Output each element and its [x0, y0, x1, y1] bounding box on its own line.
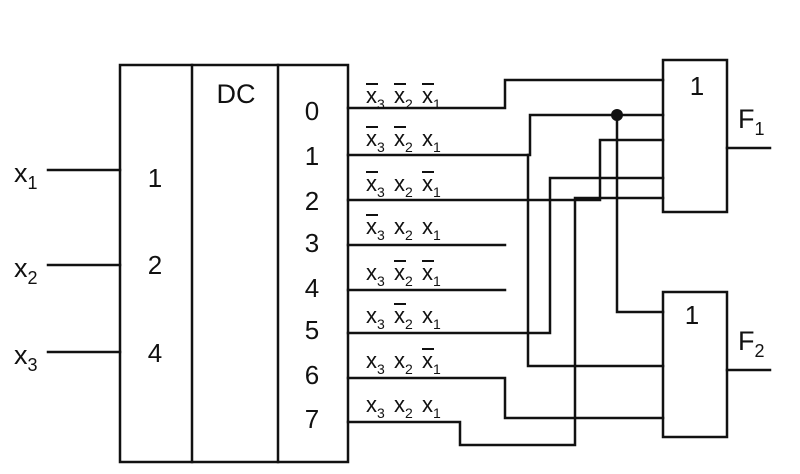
svg-text:x1: x1: [422, 171, 441, 200]
decoder-output-numbers: 0 1 2 3 4 5 6 7: [305, 96, 319, 434]
input-labels: x1 x2 x3: [14, 158, 38, 375]
input-label-x3: x3: [14, 340, 38, 375]
svg-text:x1: x1: [422, 214, 441, 243]
minterm-labels: x3 x2 x1 x3 x2 x1 x3 x2 x1 x3 x2 x1 x3 x2 x1 x3 x2 x1 x3 x2…: [366, 83, 441, 421]
decoder-output-2: 2: [305, 186, 319, 216]
or-gate-f1-symbol: 1: [690, 71, 704, 101]
input-label-x1: x1: [14, 158, 38, 193]
decoder-block: [118, 63, 350, 464]
svg-text:x2: x2: [394, 392, 413, 421]
minterm-label-7: x3 x2 x1: [366, 392, 441, 421]
output-wire-0: [346, 78, 665, 110]
svg-text:x1: x1: [422, 348, 441, 377]
output-wire-7: [346, 196, 665, 447]
svg-text:x1: x1: [422, 392, 441, 421]
svg-text:x3: x3: [366, 260, 385, 289]
output-wire-2: [346, 138, 665, 202]
or-gate-f2: [661, 290, 729, 439]
minterm-label-3: x3 x2 x1: [366, 214, 441, 243]
svg-text:x3: x3: [366, 303, 385, 332]
decoder-output-5: 5: [305, 315, 319, 345]
output-wire-6: [346, 376, 665, 420]
svg-text:x3: x3: [366, 392, 385, 421]
svg-text:x3: x3: [366, 348, 385, 377]
svg-text:x2: x2: [394, 348, 413, 377]
output-wire-2-branch: [526, 153, 665, 368]
svg-text:x3: x3: [366, 126, 385, 155]
svg-text:x1: x1: [422, 126, 441, 155]
svg-text:x2: x2: [394, 214, 413, 243]
decoder-output-1: 1: [305, 141, 319, 171]
output-label-f2: F2: [738, 326, 765, 361]
svg-text:x2: x2: [394, 126, 413, 155]
svg-text:x2: x2: [394, 303, 413, 332]
minterm-label-6: x3 x2 x1: [366, 348, 441, 377]
svg-text:x3: x3: [366, 83, 385, 112]
output-label-f1: F1: [738, 104, 765, 139]
decoder-title: DC: [217, 79, 256, 109]
decoder-output-wires: [346, 78, 665, 447]
minterm-label-1: x3 x2 x1: [366, 126, 441, 155]
junction-dot: [611, 109, 623, 121]
svg-text:x2: x2: [394, 83, 413, 112]
svg-text:x3: x3: [366, 214, 385, 243]
input-weight-1: 1: [148, 163, 162, 193]
svg-text:x2: x2: [394, 171, 413, 200]
svg-text:x1: x1: [422, 303, 441, 332]
feedback-wire-to-f2: [615, 113, 665, 314]
decoder-output-4: 4: [305, 273, 319, 303]
svg-text:x2: x2: [394, 260, 413, 289]
svg-text:x3: x3: [366, 171, 385, 200]
minterm-label-2: x3 x2 x1: [366, 171, 441, 200]
decoder-output-3: 3: [305, 228, 319, 258]
svg-text:x1: x1: [422, 260, 441, 289]
decoder-output-6: 6: [305, 360, 319, 390]
or-gate-f2-symbol: 1: [685, 300, 699, 330]
minterm-label-5: x3 x2 x1: [366, 303, 441, 332]
minterm-label-0: x3 x2 x1: [366, 83, 441, 112]
svg-text:x1: x1: [422, 83, 441, 112]
decoder-output-0: 0: [305, 96, 319, 126]
output-wire-1: [346, 113, 665, 157]
input-weight-2: 2: [148, 250, 162, 280]
decoder-output-7: 7: [305, 404, 319, 434]
input-label-x2: x2: [14, 253, 38, 288]
or-gate-f1: [661, 58, 729, 214]
output-wire-5: [346, 176, 665, 335]
minterm-label-4: x3 x2 x1: [366, 260, 441, 289]
input-weight-4: 4: [148, 338, 162, 368]
